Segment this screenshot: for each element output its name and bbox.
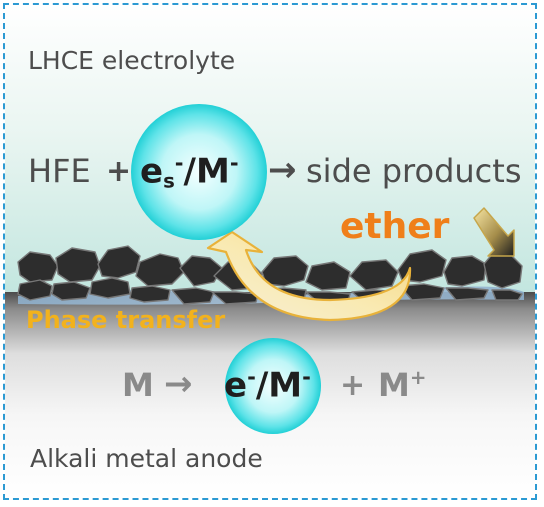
ether-arrow-icon [473, 207, 515, 257]
solvated-electron-bubble [131, 104, 267, 240]
bottom-equation-rhs: M+ [378, 366, 426, 404]
top-equation-rhs: side products [306, 152, 522, 190]
bottom-bubble-formula: e-/M- [224, 364, 311, 406]
bottom-bubble-sup1: - [247, 364, 256, 389]
top-equation-arrow: → [268, 150, 297, 190]
top-equation-plus: + [106, 154, 132, 189]
ether-label: ether [340, 206, 450, 247]
top-bubble-formula: es-/M- [140, 150, 239, 193]
sei-layer [17, 245, 523, 305]
anode-label: Alkali metal anode [30, 444, 263, 473]
electrolyte-region [5, 5, 535, 295]
bottom-bubble-base: e [224, 365, 248, 406]
top-bubble-sup2: - [229, 150, 239, 175]
bottom-equation-arrow: → [164, 364, 193, 404]
electron-bubble [225, 338, 321, 434]
phase-transfer-label: Phase transfer [26, 306, 226, 334]
top-bubble-base: e [140, 151, 164, 192]
top-bubble-sup1: - [174, 150, 184, 175]
bottom-equation-plus: + [340, 368, 366, 403]
top-bubble-sub: s [163, 169, 175, 193]
phase-transfer-arrow [206, 230, 412, 322]
top-bubble-slash: /M [183, 151, 230, 192]
bottom-equation-rhs-sup: + [409, 366, 427, 390]
top-equation-lhs: HFE [28, 152, 91, 190]
bottom-bubble-sup2: - [302, 364, 311, 389]
bottom-bubble-slash: /M [255, 365, 303, 406]
bottom-equation-lhs: M [122, 366, 154, 404]
bottom-equation-rhs-base: M [378, 366, 410, 404]
electrolyte-label: LHCE electrolyte [28, 46, 236, 75]
